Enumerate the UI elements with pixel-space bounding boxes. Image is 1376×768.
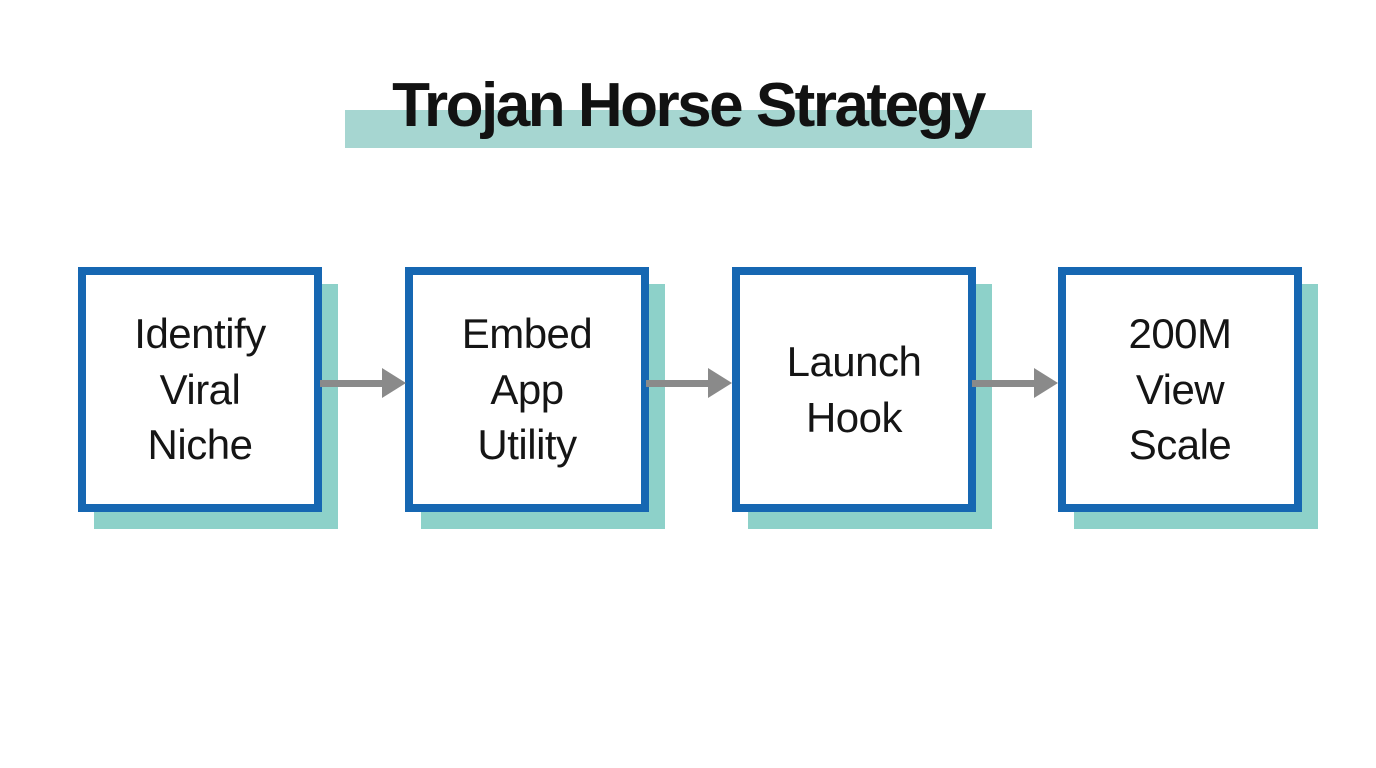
arrow-head bbox=[708, 368, 732, 398]
arrow-right-icon bbox=[972, 368, 1058, 398]
step-label: Identify Viral Niche bbox=[134, 309, 266, 469]
page-title: Trojan Horse Strategy bbox=[392, 71, 986, 140]
step-identify-viral-niche: Identify Viral Niche bbox=[78, 267, 322, 512]
step-label: 200M View Scale bbox=[1128, 309, 1232, 469]
arrow-right-icon bbox=[646, 368, 732, 398]
step-label: Embed App Utility bbox=[461, 309, 593, 469]
arrow-shaft bbox=[972, 380, 1038, 387]
arrow-shaft bbox=[646, 380, 712, 387]
arrow-shaft bbox=[320, 380, 386, 387]
arrow-head bbox=[382, 368, 406, 398]
step-launch-hook: Launch Hook bbox=[732, 267, 976, 512]
step-200m-view-scale: 200M View Scale bbox=[1058, 267, 1302, 512]
title-highlight bbox=[345, 110, 1032, 148]
step-label: Launch Hook bbox=[786, 337, 922, 441]
step-embed-app-utility: Embed App Utility bbox=[405, 267, 649, 512]
arrow-head bbox=[1034, 368, 1058, 398]
arrow-right-icon bbox=[320, 368, 406, 398]
